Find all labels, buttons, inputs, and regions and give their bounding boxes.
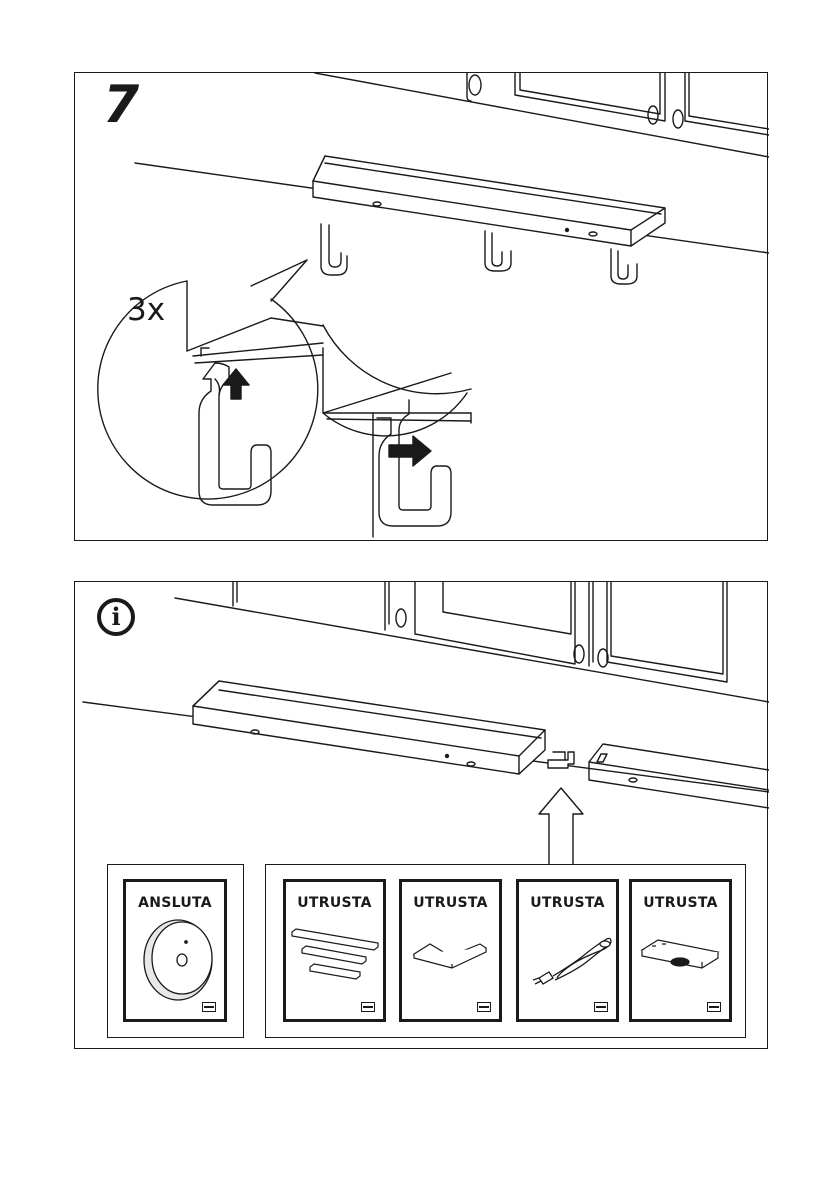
detail-circle-2	[323, 325, 471, 537]
zoom-leader	[271, 260, 307, 301]
up-arrow-icon	[539, 788, 583, 864]
quantity-label: 3x	[127, 295, 165, 326]
round-hub-icon	[126, 882, 224, 1019]
booklet-utrusta-4: UTRUSTA	[629, 879, 732, 1022]
booklet-utrusta-1: UTRUSTA	[283, 879, 386, 1022]
light-bar-right	[589, 744, 769, 808]
step-illustration	[75, 73, 769, 542]
ikea-logo	[202, 1002, 216, 1012]
ansluta-group: ANSLUTA	[107, 864, 244, 1038]
step-panel: 7 3x	[74, 72, 768, 541]
ikea-logo	[477, 1002, 491, 1012]
ikea-logo	[361, 1002, 375, 1012]
power-cord-icon	[519, 882, 616, 1019]
light-bars-icon	[286, 882, 383, 1019]
ikea-logo	[594, 1002, 608, 1012]
booklet-utrusta-3: UTRUSTA	[516, 879, 619, 1022]
wall-cabinets	[175, 582, 769, 702]
step-number: 7	[103, 79, 137, 131]
light-bar	[313, 156, 665, 246]
driver-box-icon	[632, 882, 729, 1019]
light-bar	[193, 681, 545, 774]
info-panel: i	[74, 581, 768, 1049]
wall-cabinets	[315, 73, 769, 157]
ikea-logo	[707, 1002, 721, 1012]
utrusta-group: UTRUSTA UTRUSTA UTRUSTA	[265, 864, 746, 1038]
booklet-utrusta-2: UTRUSTA	[399, 879, 502, 1022]
booklet-ansluta: ANSLUTA	[123, 879, 227, 1022]
zoom-leader	[251, 260, 307, 286]
corner-connector-icon	[402, 882, 499, 1019]
